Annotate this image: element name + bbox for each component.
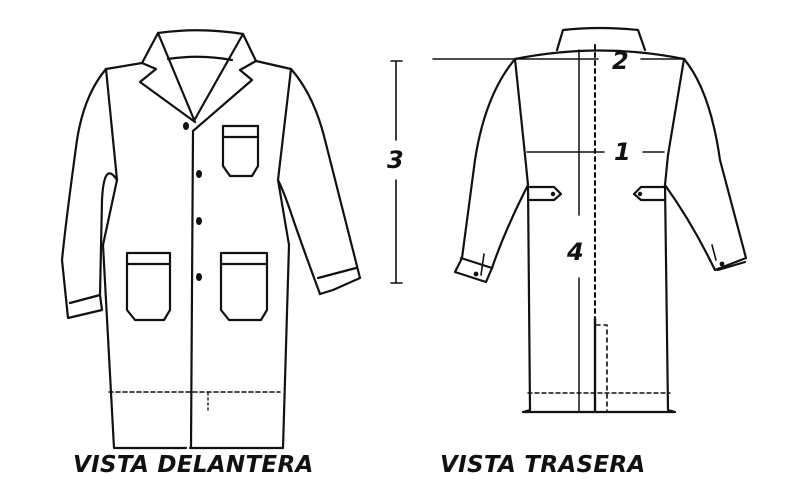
back-coat-drawing bbox=[453, 26, 748, 414]
front-view-caption: VISTA DELANTERA bbox=[73, 452, 314, 478]
front-coat-drawing bbox=[60, 29, 362, 450]
back-view-caption: VISTA TRASERA bbox=[440, 452, 646, 478]
button-1 bbox=[183, 122, 189, 130]
button-3 bbox=[196, 217, 202, 225]
button-4 bbox=[196, 273, 202, 281]
button-2 bbox=[196, 170, 202, 178]
measurement-label-3: 3 bbox=[387, 146, 404, 174]
measurement-label-4: 4 bbox=[567, 238, 584, 266]
measurement-label-2: 2 bbox=[612, 47, 629, 75]
measurement-line-3 bbox=[390, 60, 403, 284]
measurement-label-1: 1 bbox=[614, 138, 631, 166]
